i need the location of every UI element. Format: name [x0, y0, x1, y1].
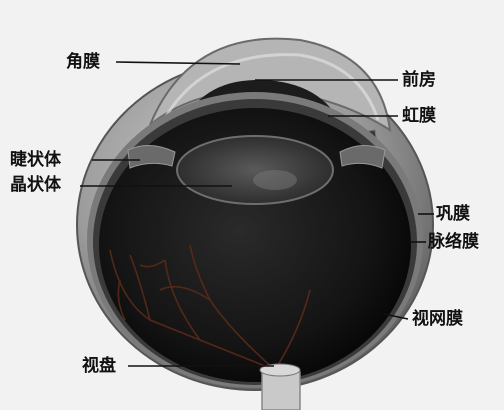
optic-nerve-shape	[262, 372, 300, 410]
label-optic-disc: 视盘	[82, 356, 116, 376]
lens-shape	[177, 136, 333, 204]
label-retina: 视网膜	[412, 309, 463, 329]
label-choroid: 脉络膜	[428, 232, 479, 252]
label-cornea: 角膜	[66, 52, 100, 72]
label-sclera: 巩膜	[436, 204, 470, 224]
label-ciliary-body: 睫状体	[10, 150, 61, 170]
label-anterior-chamber: 前房	[402, 70, 436, 90]
label-iris: 虹膜	[402, 106, 436, 126]
label-lens: 晶状体	[10, 175, 61, 195]
